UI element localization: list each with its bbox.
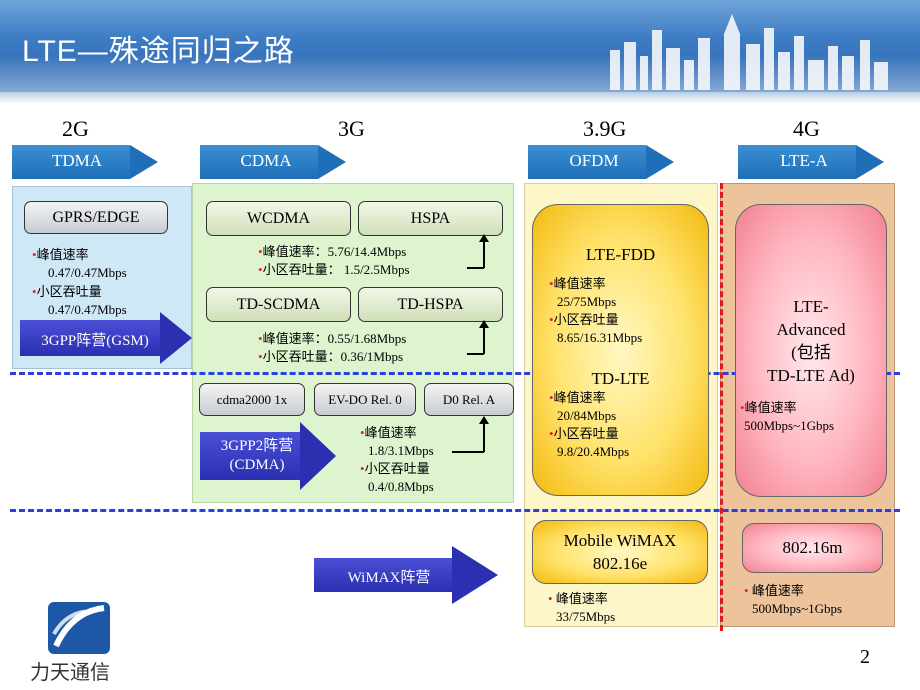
gen-39g-label: 3.9G xyxy=(583,116,627,141)
3gpp-gsm-camp-label: 3GPP阵营(GSM) xyxy=(41,333,149,349)
tdma-label: TDMA xyxy=(51,151,103,170)
upgrade-arrow-2 xyxy=(483,324,485,354)
wimax-camp-label: WiMAX阵营 xyxy=(347,570,431,586)
umts-peak2: •峰值速率：0.55/1.68Mbps xyxy=(258,331,407,346)
gen-4g-label: 4G xyxy=(793,116,820,141)
ltea-peak-label: •峰值速率 xyxy=(740,400,797,415)
evdo-rel0-box: EV-DO Rel. 0 xyxy=(314,383,416,416)
gsm-peak-label: •峰值速率 xyxy=(32,247,89,262)
ofdm-label: OFDM xyxy=(569,151,619,170)
gsm-peak-value: 0.47/0.47Mbps xyxy=(48,265,127,280)
lte-fdd-peak-label: •峰值速率 xyxy=(549,276,606,291)
cdma2000-1x-box: cdma2000 1x xyxy=(199,383,305,416)
ltea-arrow: LTE-A xyxy=(738,145,884,179)
upgrade-arrow-2-head xyxy=(479,320,489,328)
umts-cell1: •小区吞吐量： 1.5/2.5Mbps xyxy=(258,262,410,277)
gsm-cell-value: 0.47/0.47Mbps xyxy=(48,302,127,317)
3gpp-gsm-camp-arrow: 3GPP阵营(GSM) xyxy=(20,312,192,364)
gen-2g-label: 2G xyxy=(62,116,89,141)
cdma-label: CDMA xyxy=(240,151,292,170)
wimax-peak-label: • 峰值速率 xyxy=(548,591,608,606)
company-logo-icon xyxy=(48,602,110,654)
wimax-camp-arrow: WiMAX阵营 xyxy=(314,546,498,604)
wimax-peak-value: 33/75Mbps xyxy=(556,609,616,624)
td-lte-cell-value: 9.8/20.4Mbps xyxy=(557,444,630,459)
upgrade-arrow-1-head xyxy=(479,234,489,242)
td-lte-peak-label: •峰值速率 xyxy=(549,390,606,405)
ltea-label: LTE-A xyxy=(780,151,828,170)
cdma-peak-value: 1.8/3.1Mbps xyxy=(368,443,434,458)
td-scdma-box: TD-SCDMA xyxy=(206,287,351,322)
802-16m-box: 802.16m xyxy=(742,523,883,573)
tdma-arrow: TDMA xyxy=(12,145,158,179)
page-title: LTE—殊途同归之路 xyxy=(22,35,295,68)
camp-separator-2 xyxy=(10,509,900,512)
gprs-edge-box: GPRS/EDGE xyxy=(24,201,168,234)
umts-peak1: •峰值速率：5.76/14.4Mbps xyxy=(258,244,407,259)
header-divider xyxy=(0,92,920,104)
upgrade-arrow-3 xyxy=(483,420,485,452)
umts-cell2: •小区吞吐量：0.36/1Mbps xyxy=(258,349,404,364)
do-rela-box: D0 Rel. A xyxy=(424,383,514,416)
td-hspa-box: TD-HSPA xyxy=(358,287,503,322)
3gpp2-camp-arrow: 3GPP2阵营(CDMA) xyxy=(200,422,336,490)
cdma-arrow: CDMA xyxy=(200,145,346,179)
td-lte-cell-label: •小区吞吐量 xyxy=(549,426,619,441)
camp-separator-1 xyxy=(10,372,900,375)
802-16m-peak-label: • 峰值速率 xyxy=(744,583,804,598)
upgrade-arrow-1-base xyxy=(467,267,484,269)
city-skyline-graphic xyxy=(610,14,888,90)
gsm-cell-label: •小区吞吐量 xyxy=(32,284,102,299)
page-number: 2 xyxy=(860,646,870,668)
3gpp2-camp-label: 3GPP2阵营(CDMA) xyxy=(220,438,294,473)
upgrade-arrow-1 xyxy=(483,238,485,268)
upgrade-arrow-3-base xyxy=(452,451,484,453)
generation-divider xyxy=(720,183,723,631)
lte-fdd-title: LTE-FDD xyxy=(585,245,656,264)
ofdm-arrow: OFDM xyxy=(528,145,674,179)
cdma-peak-label: •峰值速率 xyxy=(360,425,417,440)
header-banner: LTE—殊途同归之路 xyxy=(0,0,920,95)
upgrade-arrow-2-base xyxy=(467,353,484,355)
cdma-cell-value: 0.4/0.8Mbps xyxy=(368,479,434,494)
td-lte-peak-value: 20/84Mbps xyxy=(557,408,617,423)
td-lte-title: TD-LTE xyxy=(591,369,650,388)
ltea-peak-value: 500Mbps~1Gbps xyxy=(744,418,835,433)
wcdma-box: WCDMA xyxy=(206,201,351,236)
lte-fdd-cell-value: 8.65/16.31Mbps xyxy=(557,330,643,345)
company-name: 力天通信 xyxy=(30,660,110,684)
lte-box: LTE-FDD •峰值速率 25/75Mbps •小区吞吐量 8.65/16.3… xyxy=(532,204,709,496)
upgrade-arrow-3-head xyxy=(479,416,489,424)
cdma-cell-label: •小区吞吐量 xyxy=(360,461,430,476)
802-16m-peak-value: 500Mbps~1Gbps xyxy=(752,601,843,616)
gen-3g-label: 3G xyxy=(338,116,365,141)
hspa-box: HSPA xyxy=(358,201,503,236)
lte-fdd-peak-value: 25/75Mbps xyxy=(557,294,617,309)
lte-fdd-cell-label: •小区吞吐量 xyxy=(549,312,619,327)
802-16m-title: 802.16m xyxy=(782,538,843,557)
